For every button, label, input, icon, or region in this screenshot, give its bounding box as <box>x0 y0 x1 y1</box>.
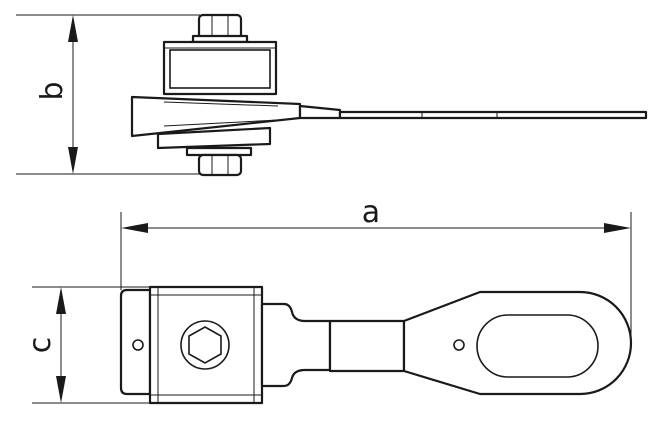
side-strap <box>298 104 648 120</box>
lug-hole <box>453 339 465 351</box>
top-nut <box>191 13 249 44</box>
left-hole <box>132 339 144 351</box>
bottom-nut <box>185 146 253 177</box>
dimension-c-label: c <box>23 337 58 354</box>
hex-bolt-icon <box>188 326 222 364</box>
dimension-b: b <box>16 14 200 175</box>
dimension-a: a <box>120 195 632 350</box>
strap-rod <box>328 319 406 373</box>
left-plate <box>119 288 152 396</box>
side-view: b <box>16 13 648 177</box>
clamp-body <box>148 285 264 405</box>
dimension-c: c <box>23 286 150 404</box>
dimension-a-label: a <box>362 195 380 230</box>
clamp-neck <box>260 302 332 388</box>
eye-lug <box>402 290 633 396</box>
dimension-b-label: b <box>35 81 70 100</box>
eye-slot <box>476 314 599 378</box>
clamp-upper-block <box>162 40 278 96</box>
top-view: a c <box>23 195 633 405</box>
clamp-wedge <box>130 95 302 150</box>
